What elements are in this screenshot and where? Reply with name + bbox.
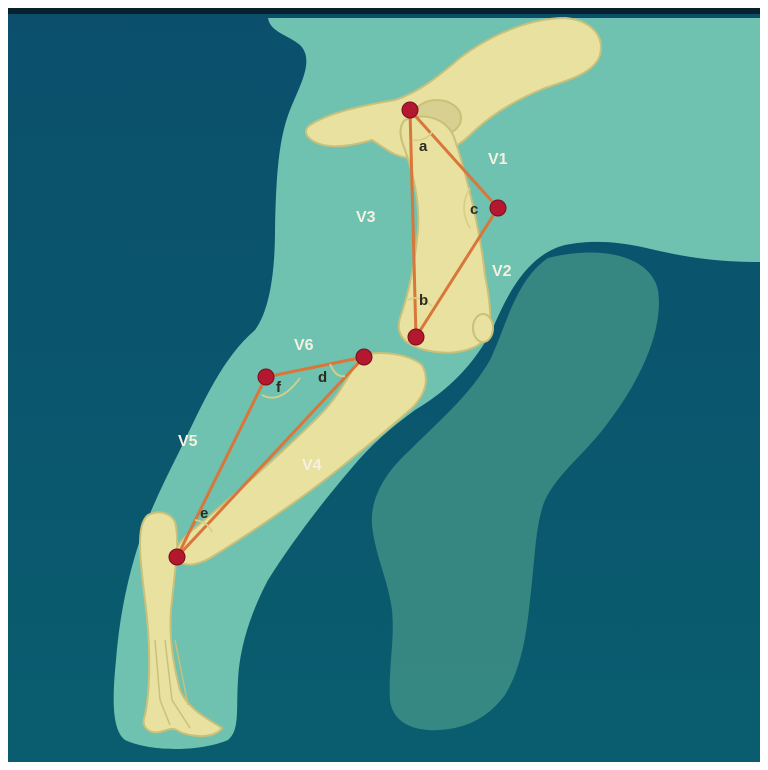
label-v5: V5 <box>178 433 198 450</box>
label-angle-d: d <box>318 369 327 386</box>
label-v2: V2 <box>492 263 512 280</box>
marker-knee <box>408 329 424 345</box>
marker-thigh-mid <box>490 200 506 216</box>
top-border <box>8 8 760 14</box>
label-v3: V3 <box>356 209 376 226</box>
label-v6: V6 <box>294 337 314 354</box>
patella <box>473 314 493 342</box>
marker-hip <box>402 102 418 118</box>
label-angle-c: c <box>470 201 478 218</box>
label-v1: V1 <box>488 151 508 168</box>
label-angle-e: e <box>200 505 208 522</box>
marker-ankle <box>169 549 185 565</box>
label-angle-b: b <box>419 292 428 309</box>
marker-hock-front <box>258 369 274 385</box>
label-v4: V4 <box>302 457 322 474</box>
label-angle-a: a <box>419 138 428 155</box>
marker-tibia-top <box>356 349 372 365</box>
